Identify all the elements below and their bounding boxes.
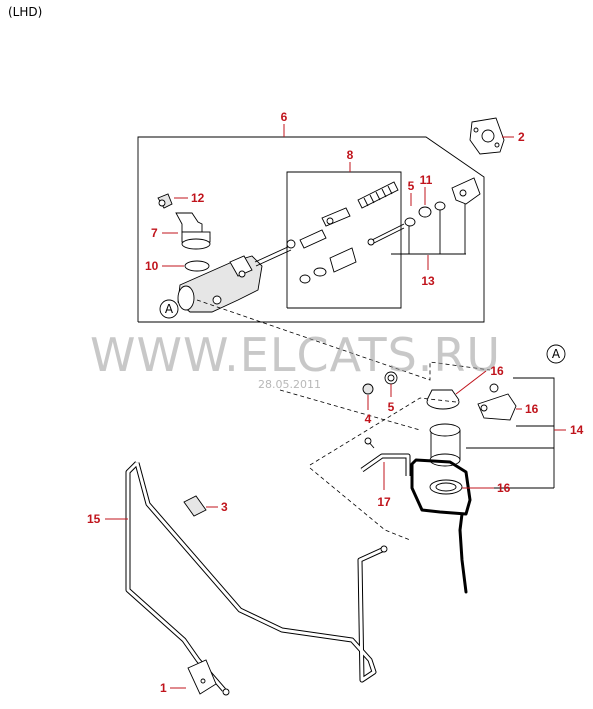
gasket-part	[469, 117, 505, 155]
part-label-1: 1	[160, 681, 186, 695]
label-text-5: 5	[388, 400, 395, 414]
clip-part	[157, 193, 173, 209]
reservoir-dash-2	[309, 467, 411, 541]
label-text: 4	[365, 412, 372, 426]
part-label-16-top: 16	[455, 364, 504, 395]
piston-kit-frame	[286, 171, 402, 309]
label-text: 17	[377, 495, 391, 509]
master-cylinder-frame	[137, 136, 485, 323]
watermark-date: 28.05.2011	[258, 378, 321, 391]
label-text: 6	[281, 110, 288, 124]
label-text: 16	[497, 481, 511, 495]
part-label-11: 11	[420, 173, 433, 205]
pipe-clip-part	[183, 495, 207, 517]
part-label-6: 6	[281, 110, 288, 137]
reference-line-2	[279, 389, 421, 431]
marker-highlight	[410, 458, 472, 594]
variant-label: (LHD)	[8, 5, 42, 19]
label-text: 16	[490, 364, 504, 378]
part-label-14: 14	[554, 423, 584, 437]
label-text: 3	[221, 500, 228, 514]
label-text: 11	[420, 173, 433, 187]
watermark-text: WWW.ELCATS.RU	[90, 328, 501, 382]
reservoir-dash	[309, 397, 457, 466]
part-label-13: 13	[421, 255, 435, 288]
label-text: 15	[87, 512, 101, 526]
part-label-12: 12	[174, 191, 205, 205]
part-label-5: 5	[388, 384, 395, 414]
part-label-3: 3	[206, 500, 228, 514]
label-text: 13	[421, 274, 435, 288]
hose-part	[360, 437, 411, 476]
piston-kit-parts	[286, 181, 399, 284]
part-label-9: 5	[408, 179, 415, 206]
push-rod-leader	[391, 204, 466, 255]
callout-upper-label: A	[165, 302, 174, 316]
reservoir-cap-part	[175, 212, 211, 250]
part-label-2: 2	[502, 130, 525, 144]
label-text: 8	[347, 148, 354, 162]
reservoir-seal	[429, 479, 463, 495]
reservoir-cap-top	[426, 389, 460, 410]
part-label-8: 8	[347, 148, 354, 172]
part-label-15: 15	[87, 512, 128, 526]
label-text: 10	[145, 259, 159, 273]
part-label-10: 10	[145, 259, 184, 273]
callout-lower-label: A	[552, 347, 561, 361]
nut-parts	[362, 371, 398, 395]
label-text: 16	[525, 402, 539, 416]
reservoir-bracket-part	[477, 383, 517, 421]
part-label-4: 4	[365, 395, 372, 426]
push-rod-parts	[367, 177, 481, 246]
reference-callout-lower: A	[546, 344, 566, 364]
part-label-16-bottom: 16	[462, 481, 511, 495]
reference-callout-upper: A	[159, 299, 179, 319]
label-text: 14	[570, 423, 584, 437]
part-label-17: 16	[516, 402, 539, 416]
label-text: 1	[160, 681, 167, 695]
label-text: 7	[151, 226, 158, 240]
clutch-pipe-part	[125, 461, 388, 696]
label-text: 12	[191, 191, 205, 205]
o-ring-part	[184, 260, 210, 272]
reservoir-leader	[464, 377, 555, 489]
label-text: 2	[518, 130, 525, 144]
master-cylinder-body	[177, 245, 292, 313]
label-text: 5	[408, 179, 415, 193]
part-label-18: 17	[377, 462, 391, 509]
reference-line	[196, 299, 491, 381]
part-label-7: 7	[151, 226, 178, 240]
pipe-bracket-part	[187, 659, 217, 695]
